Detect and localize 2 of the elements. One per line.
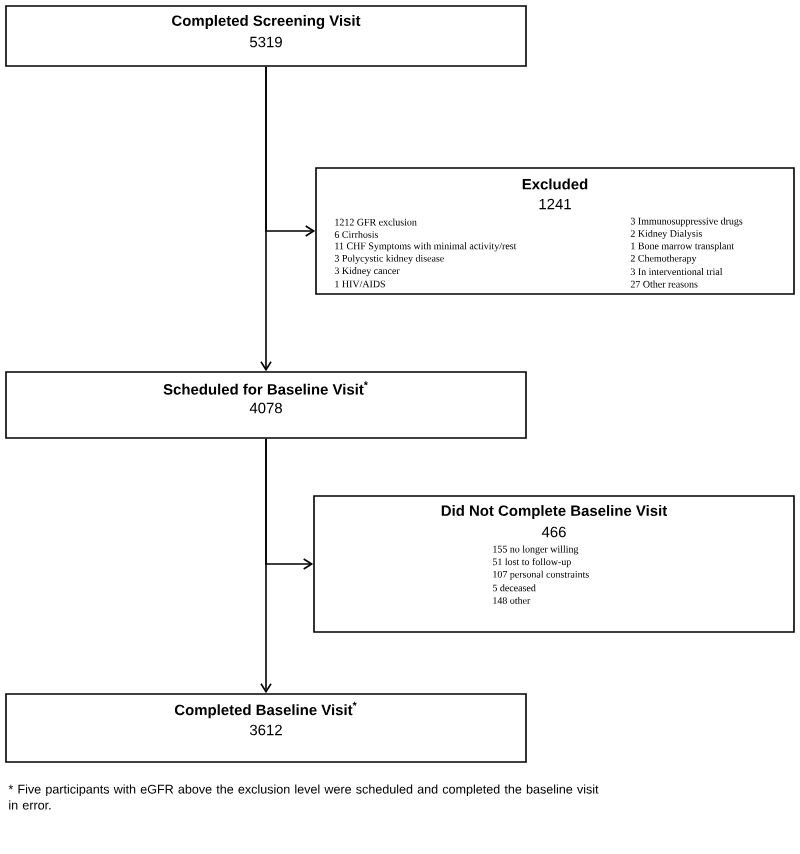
arrow (265, 438, 314, 570)
arrow (265, 66, 316, 237)
